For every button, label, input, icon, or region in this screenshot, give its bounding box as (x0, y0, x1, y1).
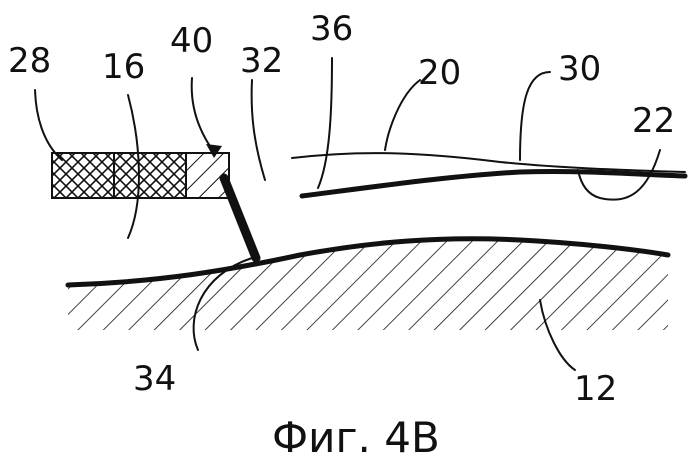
ref-36: 36 (310, 9, 353, 49)
ref-34: 34 (133, 359, 176, 399)
ref-30: 30 (558, 49, 601, 89)
base-layer-12 (60, 239, 680, 340)
leader-28 (35, 90, 62, 160)
ref-40: 40 (170, 21, 213, 61)
ref-12: 12 (574, 369, 617, 409)
ref-32: 32 (240, 41, 283, 81)
figure-caption: Фиг. 4B (272, 413, 440, 462)
block-16-crosshatch (114, 153, 186, 198)
ref-20: 20 (418, 53, 461, 93)
ref-22: 22 (632, 101, 675, 141)
leader-32 (252, 80, 265, 180)
leader-36 (318, 58, 332, 188)
ref-16: 16 (102, 47, 145, 87)
block-28-16 (52, 153, 229, 198)
ref-28: 28 (8, 41, 51, 81)
flap-40 (224, 178, 256, 258)
leader-30 (520, 72, 550, 160)
lower-layer-36 (302, 171, 685, 196)
leader-20 (385, 80, 420, 150)
upper-layer-20 (292, 153, 685, 172)
leader-40-arrow (192, 78, 222, 158)
